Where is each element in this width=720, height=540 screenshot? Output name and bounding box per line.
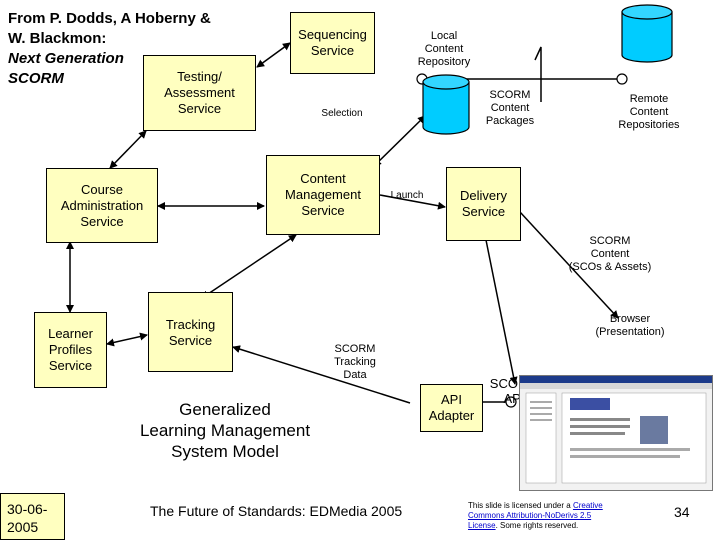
course-administration-service-box: Course Administration Service: [46, 168, 158, 243]
tracking-service-box: Tracking Service: [148, 292, 233, 372]
license-link[interactable]: Creative Commons Attribution-NoDerivs 2.…: [468, 501, 603, 530]
source-note: From P. Dodds, A Hoberny & W. Blackmon: …: [8, 9, 211, 89]
link-remote-dashed: [534, 46, 542, 102]
link-learner-tracking: [106, 332, 148, 347]
footer-date: 30-06- 2005: [0, 493, 65, 540]
source-line-1: From P. Dodds, A Hoberny &: [8, 10, 211, 27]
link-tracking-adapter: [232, 345, 411, 404]
tracking-data-label: SCORM Tracking Data: [334, 343, 376, 381]
license-prefix: This slide is licensed under a: [468, 501, 573, 510]
browser-screenshot: [519, 375, 713, 491]
page-number: 34: [674, 504, 690, 520]
footer-license: This slide is licensed under a Creative …: [468, 501, 618, 531]
content-management-service-box: Content Management Service: [266, 155, 380, 235]
link-delivery-api: [485, 239, 518, 385]
local-repository-cylinder: [422, 74, 470, 135]
junction-api: [505, 396, 517, 408]
remote-repositories-label: Remote Content Repositories: [618, 93, 680, 131]
testing-assessment-service-box: Testing/ Assessment Service: [143, 55, 256, 131]
link-delivery-browser: [519, 211, 619, 319]
browser-label: Browser (Presentation): [595, 313, 665, 338]
link-content-local-repo: [373, 115, 426, 167]
link-testing-course: [109, 130, 147, 169]
learner-profiles-service-box: Learner Profiles Service: [34, 312, 107, 388]
browser-screenshot-image: [520, 376, 712, 484]
local-repository-label: Local Content Repository: [417, 30, 471, 68]
junction-remote: [616, 73, 628, 85]
source-line-4: SCORM: [8, 70, 64, 87]
api-adapter-box: API Adapter: [420, 384, 483, 432]
source-line-2: W. Blackmon:: [8, 30, 107, 47]
link-testing-sequencing: [256, 42, 291, 68]
sequencing-service-box: Sequencing Service: [290, 12, 375, 74]
license-suffix: . Some rights reserved.: [495, 521, 579, 530]
footer-conference: The Future of Standards: EDMedia 2005: [150, 503, 403, 519]
delivery-service-box: Delivery Service: [446, 167, 521, 241]
link-content-tracking: [201, 234, 297, 299]
model-title: Generalized Learning Management System M…: [139, 400, 311, 461]
launch-label: Launch: [390, 190, 424, 201]
scorm-content-label: SCORM Content (SCOs & Assets): [568, 235, 652, 273]
remote-repository-cylinder: [621, 4, 673, 63]
selection-label: Selection: [321, 108, 363, 119]
scorm-packages-label: SCORM Content Packages: [485, 89, 535, 127]
link-content-delivery: [379, 194, 446, 210]
source-line-3: Next Generation: [8, 50, 124, 67]
